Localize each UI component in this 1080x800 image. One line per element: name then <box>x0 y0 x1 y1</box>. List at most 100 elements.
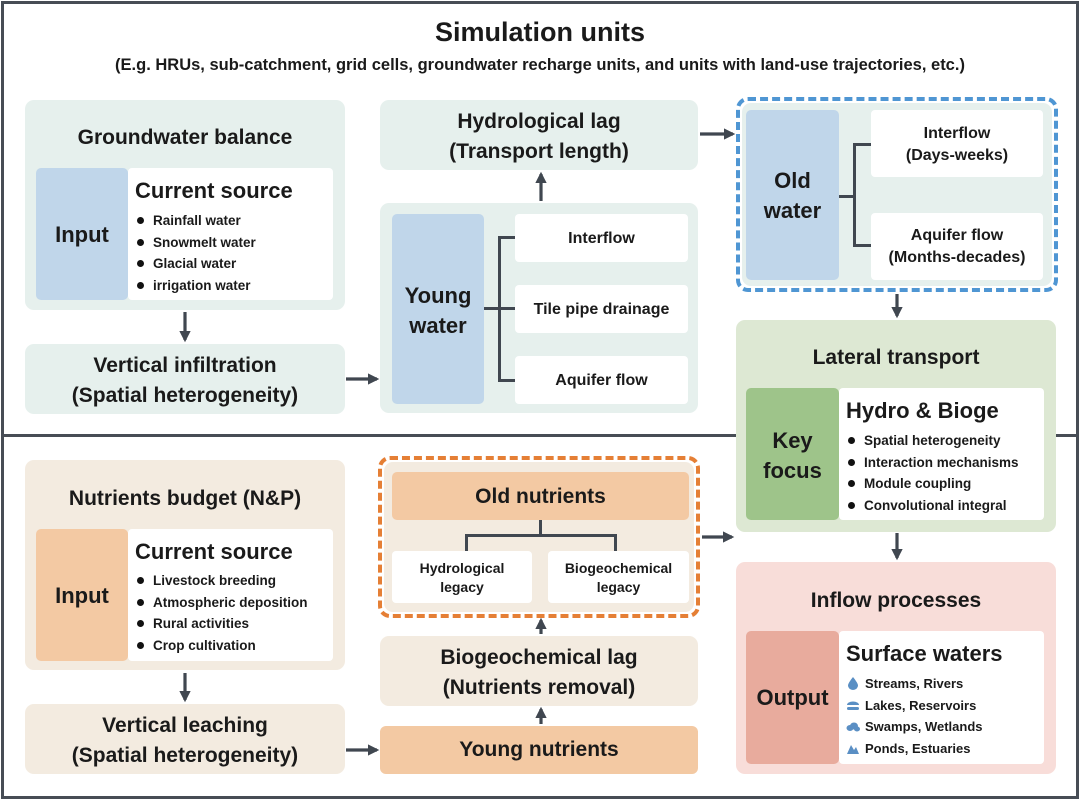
diagram-title: Simulation units <box>434 17 645 47</box>
biogeochemical-legacy-line1: Biogeochemical <box>564 560 673 576</box>
hydrological-lag-box <box>380 100 698 170</box>
biogeochemical-legacy-line2: legacy <box>596 579 641 595</box>
list-item: Swamps, Wetlands <box>846 716 983 738</box>
hydrological-lag-line1: Hydrological lag <box>457 110 621 133</box>
pond-icon <box>847 744 859 754</box>
section-divider <box>1 434 1079 437</box>
list-item: Glacial water <box>135 253 256 275</box>
old-aquifer-line2: (Months-decades) <box>888 249 1026 266</box>
output-label: Output <box>756 685 829 710</box>
old-interflow-line1: Interflow <box>923 125 991 142</box>
connector-line <box>853 244 871 247</box>
old-nutrients-title: Old nutrients <box>475 485 606 508</box>
hydro-bioge-title: Hydro & Bioge <box>846 398 999 423</box>
diagram-subtitle: (E.g. HRUs, sub-catchment, grid cells, g… <box>115 56 965 74</box>
nutrients-input-box <box>36 529 128 661</box>
old-nutrients-box <box>392 472 689 520</box>
old-nutrients-dashed-outline <box>378 456 700 618</box>
old-water-dashed-outline <box>736 97 1058 292</box>
old-water-line1: Old <box>774 168 811 193</box>
old-water-line2: water <box>763 198 822 223</box>
output-box <box>746 631 839 764</box>
young-interflow-label: Interflow <box>568 230 635 247</box>
list-item: Crop cultivation <box>135 635 308 657</box>
connector-line <box>484 307 500 310</box>
groundwater-source-list: Rainfall water Snowmelt water Glacial wa… <box>135 210 256 296</box>
list-item: Atmospheric deposition <box>135 592 308 614</box>
key-focus-box <box>746 388 839 520</box>
list-item: Convolutional integral <box>846 495 1019 517</box>
swamp-icon <box>846 722 860 732</box>
groundwater-balance-title: Groundwater balance <box>77 126 293 149</box>
surface-waters-list: Streams, Rivers Lakes, Reservoirs Swamps… <box>846 673 983 759</box>
nutrients-source-title: Current source <box>135 539 293 564</box>
surface-waters-box <box>839 631 1044 764</box>
inflow-processes-title: Inflow processes <box>810 589 982 612</box>
list-item: Streams, Rivers <box>846 673 983 695</box>
old-aquifer-box <box>871 213 1043 280</box>
old-water-box <box>746 110 839 280</box>
list-item: Ponds, Estuaries <box>846 738 983 760</box>
vertical-leaching-line1: Vertical leaching <box>102 714 268 737</box>
key-focus-list: Spatial heterogeneity Interaction mechan… <box>846 430 1019 516</box>
water-label: Swamps, Wetlands <box>865 719 983 734</box>
list-item: Rural activities <box>135 613 308 635</box>
list-item: Module coupling <box>846 473 1019 495</box>
biogeochemical-lag-line1: Biogeochemical lag <box>440 646 638 669</box>
water-label: Ponds, Estuaries <box>865 740 971 756</box>
old-interflow-line2: (Days-weeks) <box>905 147 1009 164</box>
connector-line <box>853 143 856 247</box>
connector-line <box>614 534 617 551</box>
list-item: Snowmelt water <box>135 232 256 254</box>
lake-icon <box>847 701 859 710</box>
nutrients-source-list: Livestock breeding Atmospheric depositio… <box>135 570 308 656</box>
hydrological-legacy-line2: legacy <box>440 579 484 595</box>
list-item: Interaction mechanisms <box>846 452 1019 474</box>
biogeochemical-legacy-box <box>548 551 689 603</box>
key-focus-line2: focus <box>763 458 822 483</box>
vertical-infiltration-box <box>25 344 345 414</box>
vertical-infiltration-line2: (Spatial heterogeneity) <box>71 384 299 407</box>
young-aquifer-box <box>515 356 688 404</box>
list-item: Spatial heterogeneity <box>846 430 1019 452</box>
old-interflow-box <box>871 110 1043 177</box>
connector-line <box>839 195 855 198</box>
key-focus-line1: Key <box>772 428 813 453</box>
nutrients-input-label: Input <box>55 583 109 608</box>
lateral-transport-title: Lateral transport <box>812 346 980 369</box>
connector-line <box>853 143 871 146</box>
groundwater-source-title: Current source <box>135 178 293 203</box>
surface-waters-title: Surface waters <box>846 641 1003 666</box>
nutrients-source-box <box>128 529 333 661</box>
young-tile-drainage-box <box>515 285 688 333</box>
young-water-line2: water <box>409 313 467 338</box>
groundwater-source-box <box>128 168 333 300</box>
young-interflow-box <box>515 214 688 262</box>
water-label: Lakes, Reservoirs <box>865 697 977 713</box>
young-water-line1: Young <box>404 283 472 308</box>
hydro-bioge-box <box>839 388 1044 520</box>
connector-line <box>465 534 468 551</box>
groundwater-input-label: Input <box>55 222 109 247</box>
young-nutrients-title: Young nutrients <box>459 738 619 761</box>
list-item: Rainfall water <box>135 210 256 232</box>
connector-line <box>498 236 515 239</box>
hydrological-legacy-box <box>392 551 532 603</box>
old-aquifer-line1: Aquifer flow <box>910 227 1004 244</box>
connector-line <box>539 520 542 536</box>
vertical-leaching-box <box>25 704 345 774</box>
young-aquifer-label: Aquifer flow <box>555 372 648 389</box>
young-water-box <box>392 214 484 404</box>
list-item: Livestock breeding <box>135 570 308 592</box>
vertical-leaching-line2: (Spatial heterogeneity) <box>71 744 299 767</box>
list-item: irrigation water <box>135 275 256 297</box>
vertical-infiltration-line1: Vertical infiltration <box>93 354 277 377</box>
droplet-icon <box>848 677 858 691</box>
hydrological-lag-line2: (Transport length) <box>449 140 629 163</box>
connector-line <box>498 307 515 310</box>
young-nutrients-box <box>380 726 698 774</box>
connector-line <box>465 534 617 537</box>
hydrological-legacy-line1: Hydrological <box>419 560 505 576</box>
